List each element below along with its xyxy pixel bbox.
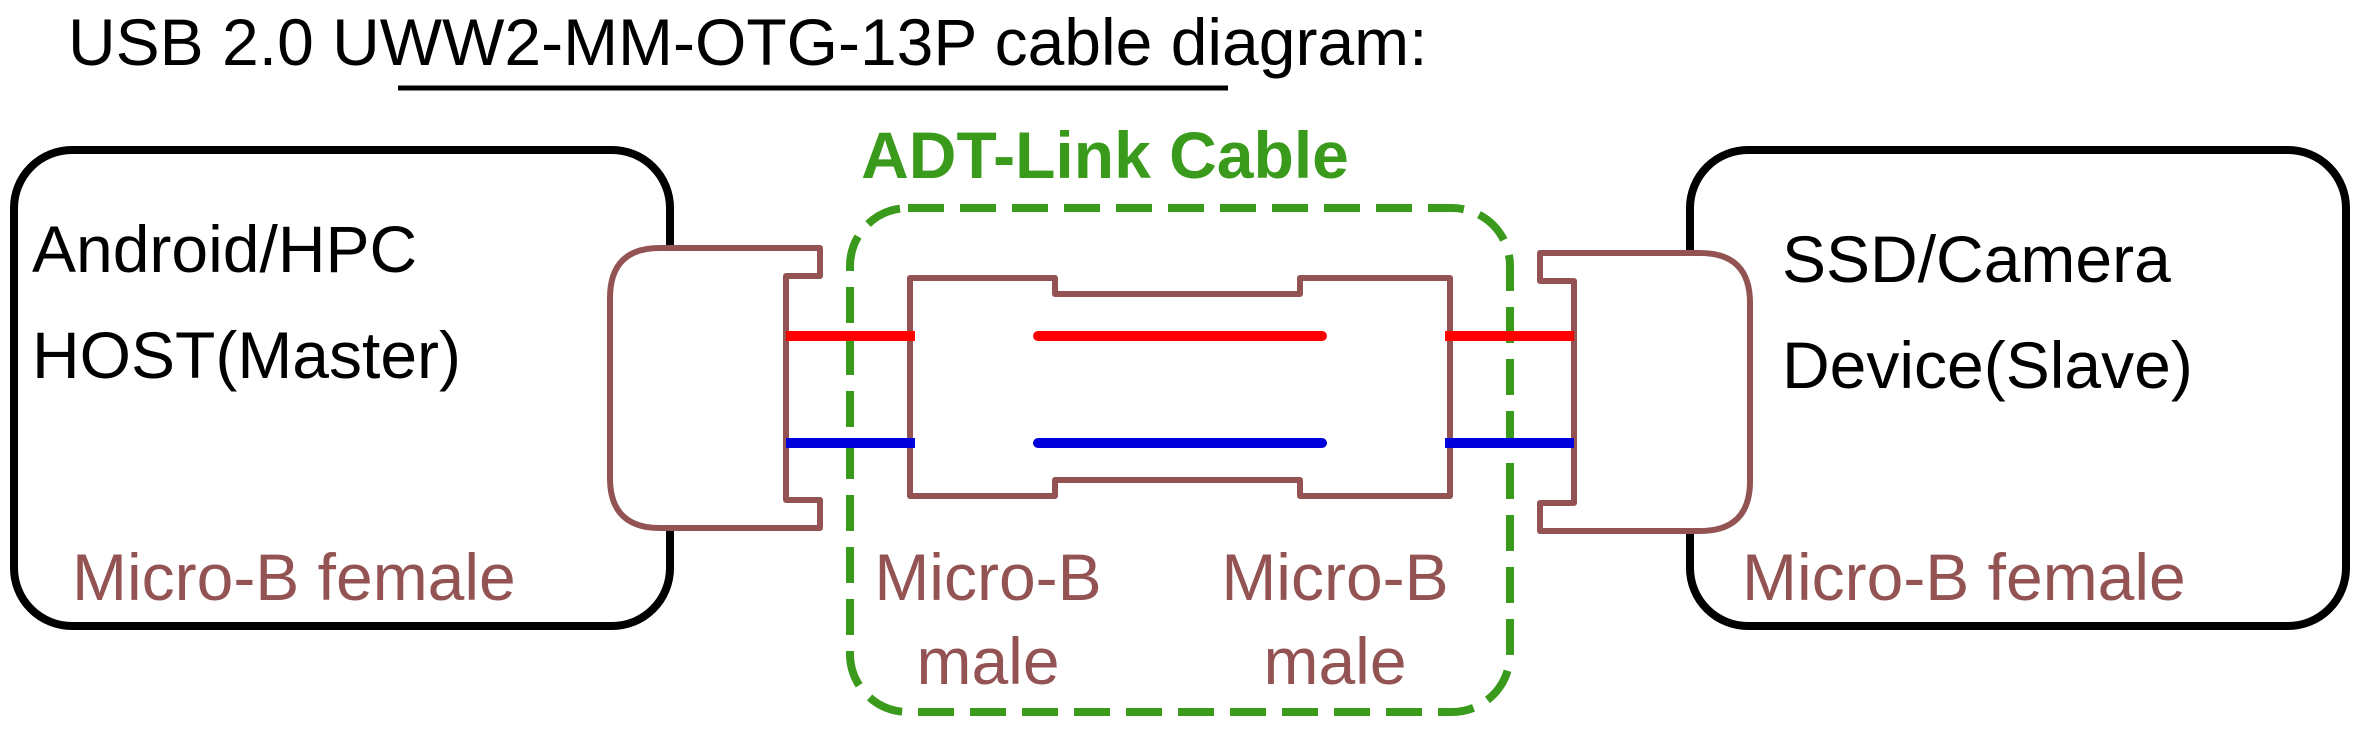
diagram-title: USB 2.0 UWW2-MM-OTG-13P cable diagram: <box>68 5 1427 79</box>
host-role-label: HOST(Master) <box>32 318 461 392</box>
left-plug-gender-label: male <box>916 624 1059 698</box>
host-connector-label: Micro-B female <box>72 540 516 614</box>
left-plug-type-label: Micro-B <box>874 540 1101 614</box>
device-role-label: Device(Slave) <box>1782 328 2193 402</box>
cable-male-plugs-body <box>907 275 1453 499</box>
host-name-label: Android/HPC <box>32 212 417 286</box>
title-model: UWW2-MM-OTG-13P <box>332 5 976 79</box>
title-prefix: USB 2.0 <box>68 5 332 79</box>
device-connector-label: Micro-B female <box>1742 540 2186 614</box>
right-plug-type-label: Micro-B <box>1221 540 1448 614</box>
host-female-connector <box>607 245 823 531</box>
right-plug-gender-label: male <box>1263 624 1406 698</box>
cable-title: ADT-Link Cable <box>861 118 1349 192</box>
cable-group-outline <box>846 204 1514 716</box>
device-name-label: SSD/Camera <box>1782 222 2171 296</box>
title-suffix: cable diagram: <box>976 5 1427 79</box>
device-female-connector <box>1537 250 1753 534</box>
